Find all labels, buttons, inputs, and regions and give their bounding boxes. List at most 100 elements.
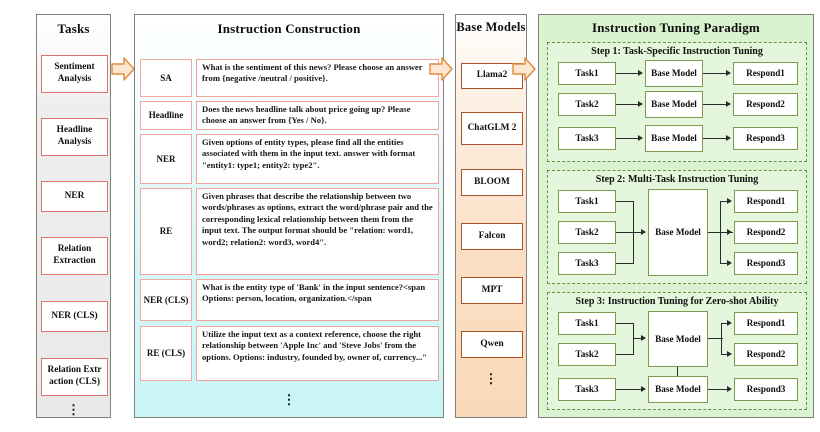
step2-respond3: Respond3 xyxy=(734,252,798,275)
step3-line-out xyxy=(708,338,723,340)
instruction-tag-re[interactable]: RE xyxy=(140,188,192,275)
tasks-panel: Tasks Sentiment Analysis Headline Analys… xyxy=(36,14,111,418)
base-model-falcon[interactable]: Falcon xyxy=(461,223,523,250)
step2-arrowhead-in xyxy=(641,229,646,235)
step3-arrow-b1 xyxy=(616,389,641,391)
step3-arrowhead-in xyxy=(641,335,646,341)
base-model-bloom[interactable]: BLOOM xyxy=(461,169,523,196)
step1-arrowhead-1a xyxy=(638,70,643,76)
instruction-construction-title: Instruction Construction xyxy=(217,21,361,36)
step3-bus-right xyxy=(721,323,723,355)
base-models-ellipsis: ⋮ xyxy=(484,371,498,386)
base-model-chatglm2[interactable]: ChatGLM 2 xyxy=(461,112,523,145)
step1-arrowhead-3a xyxy=(638,135,643,141)
step1-task1[interactable]: Task1 xyxy=(558,62,616,85)
tasks-ellipsis: ⋮ xyxy=(67,402,80,417)
step1-arrow-3b xyxy=(703,138,726,140)
step2-task1[interactable]: Task1 xyxy=(558,190,616,213)
step2-line-r3 xyxy=(720,263,727,265)
base-models-title: Base Models xyxy=(456,20,526,34)
instruction-construction-panel: Instruction Construction SA What is the … xyxy=(134,14,444,418)
task-item-sentiment-analysis[interactable]: Sentiment Analysis xyxy=(41,55,108,93)
step1-arrowhead-3b xyxy=(726,135,731,141)
step3-base-model-top[interactable]: Base Model xyxy=(648,311,708,367)
instruction-construction-ellipsis: ⋮ xyxy=(282,392,296,407)
step3-task2[interactable]: Task2 xyxy=(558,343,616,366)
instruction-tuning-paradigm-title: Instruction Tuning Paradigm xyxy=(592,20,760,35)
step2-respond1: Respond1 xyxy=(734,190,798,213)
step1-arrowhead-2a xyxy=(638,101,643,107)
instruction-text-ner: Given options of entity types, please fi… xyxy=(196,134,439,184)
task-item-ner[interactable]: NER xyxy=(41,181,108,212)
step-3-title: Step 3: Instruction Tuning for Zero-shot… xyxy=(575,296,779,307)
step3-respond1: Respond1 xyxy=(734,312,798,335)
step3-line-task2 xyxy=(616,354,634,356)
step3-line-down xyxy=(677,367,679,378)
step3-task3[interactable]: Task3 xyxy=(558,378,616,401)
step2-arrowhead-r2 xyxy=(727,229,732,235)
step2-line-r1 xyxy=(720,201,727,203)
step3-arrow-b2 xyxy=(708,389,727,391)
instruction-tag-re-cls[interactable]: RE (CLS) xyxy=(140,326,192,381)
base-models-panel: Base Models Llama2 ChatGLM 2 BLOOM Falco… xyxy=(455,14,527,418)
instruction-tag-ner[interactable]: NER xyxy=(140,134,192,184)
arrow-tasks-to-instruction xyxy=(111,56,135,82)
instruction-text-re-cls: Utilize the input text as a context refe… xyxy=(196,326,439,381)
task-item-headline-analysis[interactable]: Headline Analysis xyxy=(41,118,108,156)
step1-arrow-2b xyxy=(703,104,726,106)
step1-respond3: Respond3 xyxy=(733,127,798,150)
step3-line-r2 xyxy=(721,354,727,356)
step3-line-task1 xyxy=(616,323,634,325)
step3-arrowhead-b1 xyxy=(641,386,646,392)
step2-respond2: Respond2 xyxy=(734,221,798,244)
step1-task3[interactable]: Task3 xyxy=(558,127,616,150)
step-1-container: Step 1: Task-Specific Instruction Tuning… xyxy=(547,42,807,162)
step2-task3[interactable]: Task3 xyxy=(558,252,616,275)
step2-bus-right xyxy=(720,201,722,264)
step2-base-model[interactable]: Base Model xyxy=(648,189,708,276)
step1-base-model-2[interactable]: Base Model xyxy=(645,91,703,118)
step-3-container: Step 3: Instruction Tuning for Zero-shot… xyxy=(547,292,807,410)
step3-arrowhead-r2 xyxy=(727,351,732,357)
step-1-title: Step 1: Task-Specific Instruction Tuning xyxy=(591,46,763,57)
tasks-panel-title: Tasks xyxy=(57,21,90,36)
step1-arrow-1a xyxy=(616,73,638,75)
step3-respond3: Respond3 xyxy=(734,378,798,401)
instruction-text-sa: What is the sentiment of this news? Plea… xyxy=(196,59,439,97)
task-item-relation-extraction-cls[interactable]: Relation Extr action (CLS) xyxy=(41,358,108,396)
step1-arrow-2a xyxy=(616,104,638,106)
step3-task1[interactable]: Task1 xyxy=(558,312,616,335)
step1-respond1: Respond1 xyxy=(733,62,798,85)
instruction-tag-headline[interactable]: Headline xyxy=(140,101,192,130)
instruction-text-ner-cls: What is the entity type of 'Bank' in the… xyxy=(196,279,439,321)
step3-line-r1 xyxy=(721,323,727,325)
instruction-tag-ner-cls[interactable]: NER (CLS) xyxy=(140,279,192,321)
step2-task2[interactable]: Task2 xyxy=(558,221,616,244)
instruction-text-headline: Does the news headline talk about price … xyxy=(196,101,439,130)
step1-task2[interactable]: Task2 xyxy=(558,93,616,116)
step3-arrowhead-r1 xyxy=(727,320,732,326)
instruction-tag-sa[interactable]: SA xyxy=(140,59,192,97)
step1-arrow-3a xyxy=(616,138,638,140)
instruction-tuning-paradigm-panel: Instruction Tuning Paradigm Step 1: Task… xyxy=(538,14,814,418)
step-2-container: Step 2: Multi-Task Instruction Tuning Ta… xyxy=(547,170,807,284)
instruction-text-re: Given phrases that describe the relation… xyxy=(196,188,439,275)
base-model-mpt[interactable]: MPT xyxy=(461,277,523,304)
step2-line-task2 xyxy=(616,232,641,234)
step1-arrow-1b xyxy=(703,73,726,75)
base-model-llama2[interactable]: Llama2 xyxy=(461,63,523,89)
step1-base-model-3[interactable]: Base Model xyxy=(645,125,703,152)
step2-bus-left xyxy=(633,201,635,264)
step1-arrowhead-2b xyxy=(726,101,731,107)
step1-base-model-1[interactable]: Base Model xyxy=(645,60,703,87)
step2-line-task1 xyxy=(616,201,634,203)
task-item-relation-extraction[interactable]: Relation Extraction xyxy=(41,237,108,275)
base-model-qwen[interactable]: Qwen xyxy=(461,331,523,358)
step3-line-in xyxy=(633,338,641,340)
arrow-instruction-to-base-models xyxy=(429,56,453,82)
step1-respond2: Respond2 xyxy=(733,93,798,116)
task-item-ner-cls[interactable]: NER (CLS) xyxy=(41,301,108,332)
step3-respond2: Respond2 xyxy=(734,343,798,366)
step3-base-model-bottom[interactable]: Base Model xyxy=(648,376,708,403)
